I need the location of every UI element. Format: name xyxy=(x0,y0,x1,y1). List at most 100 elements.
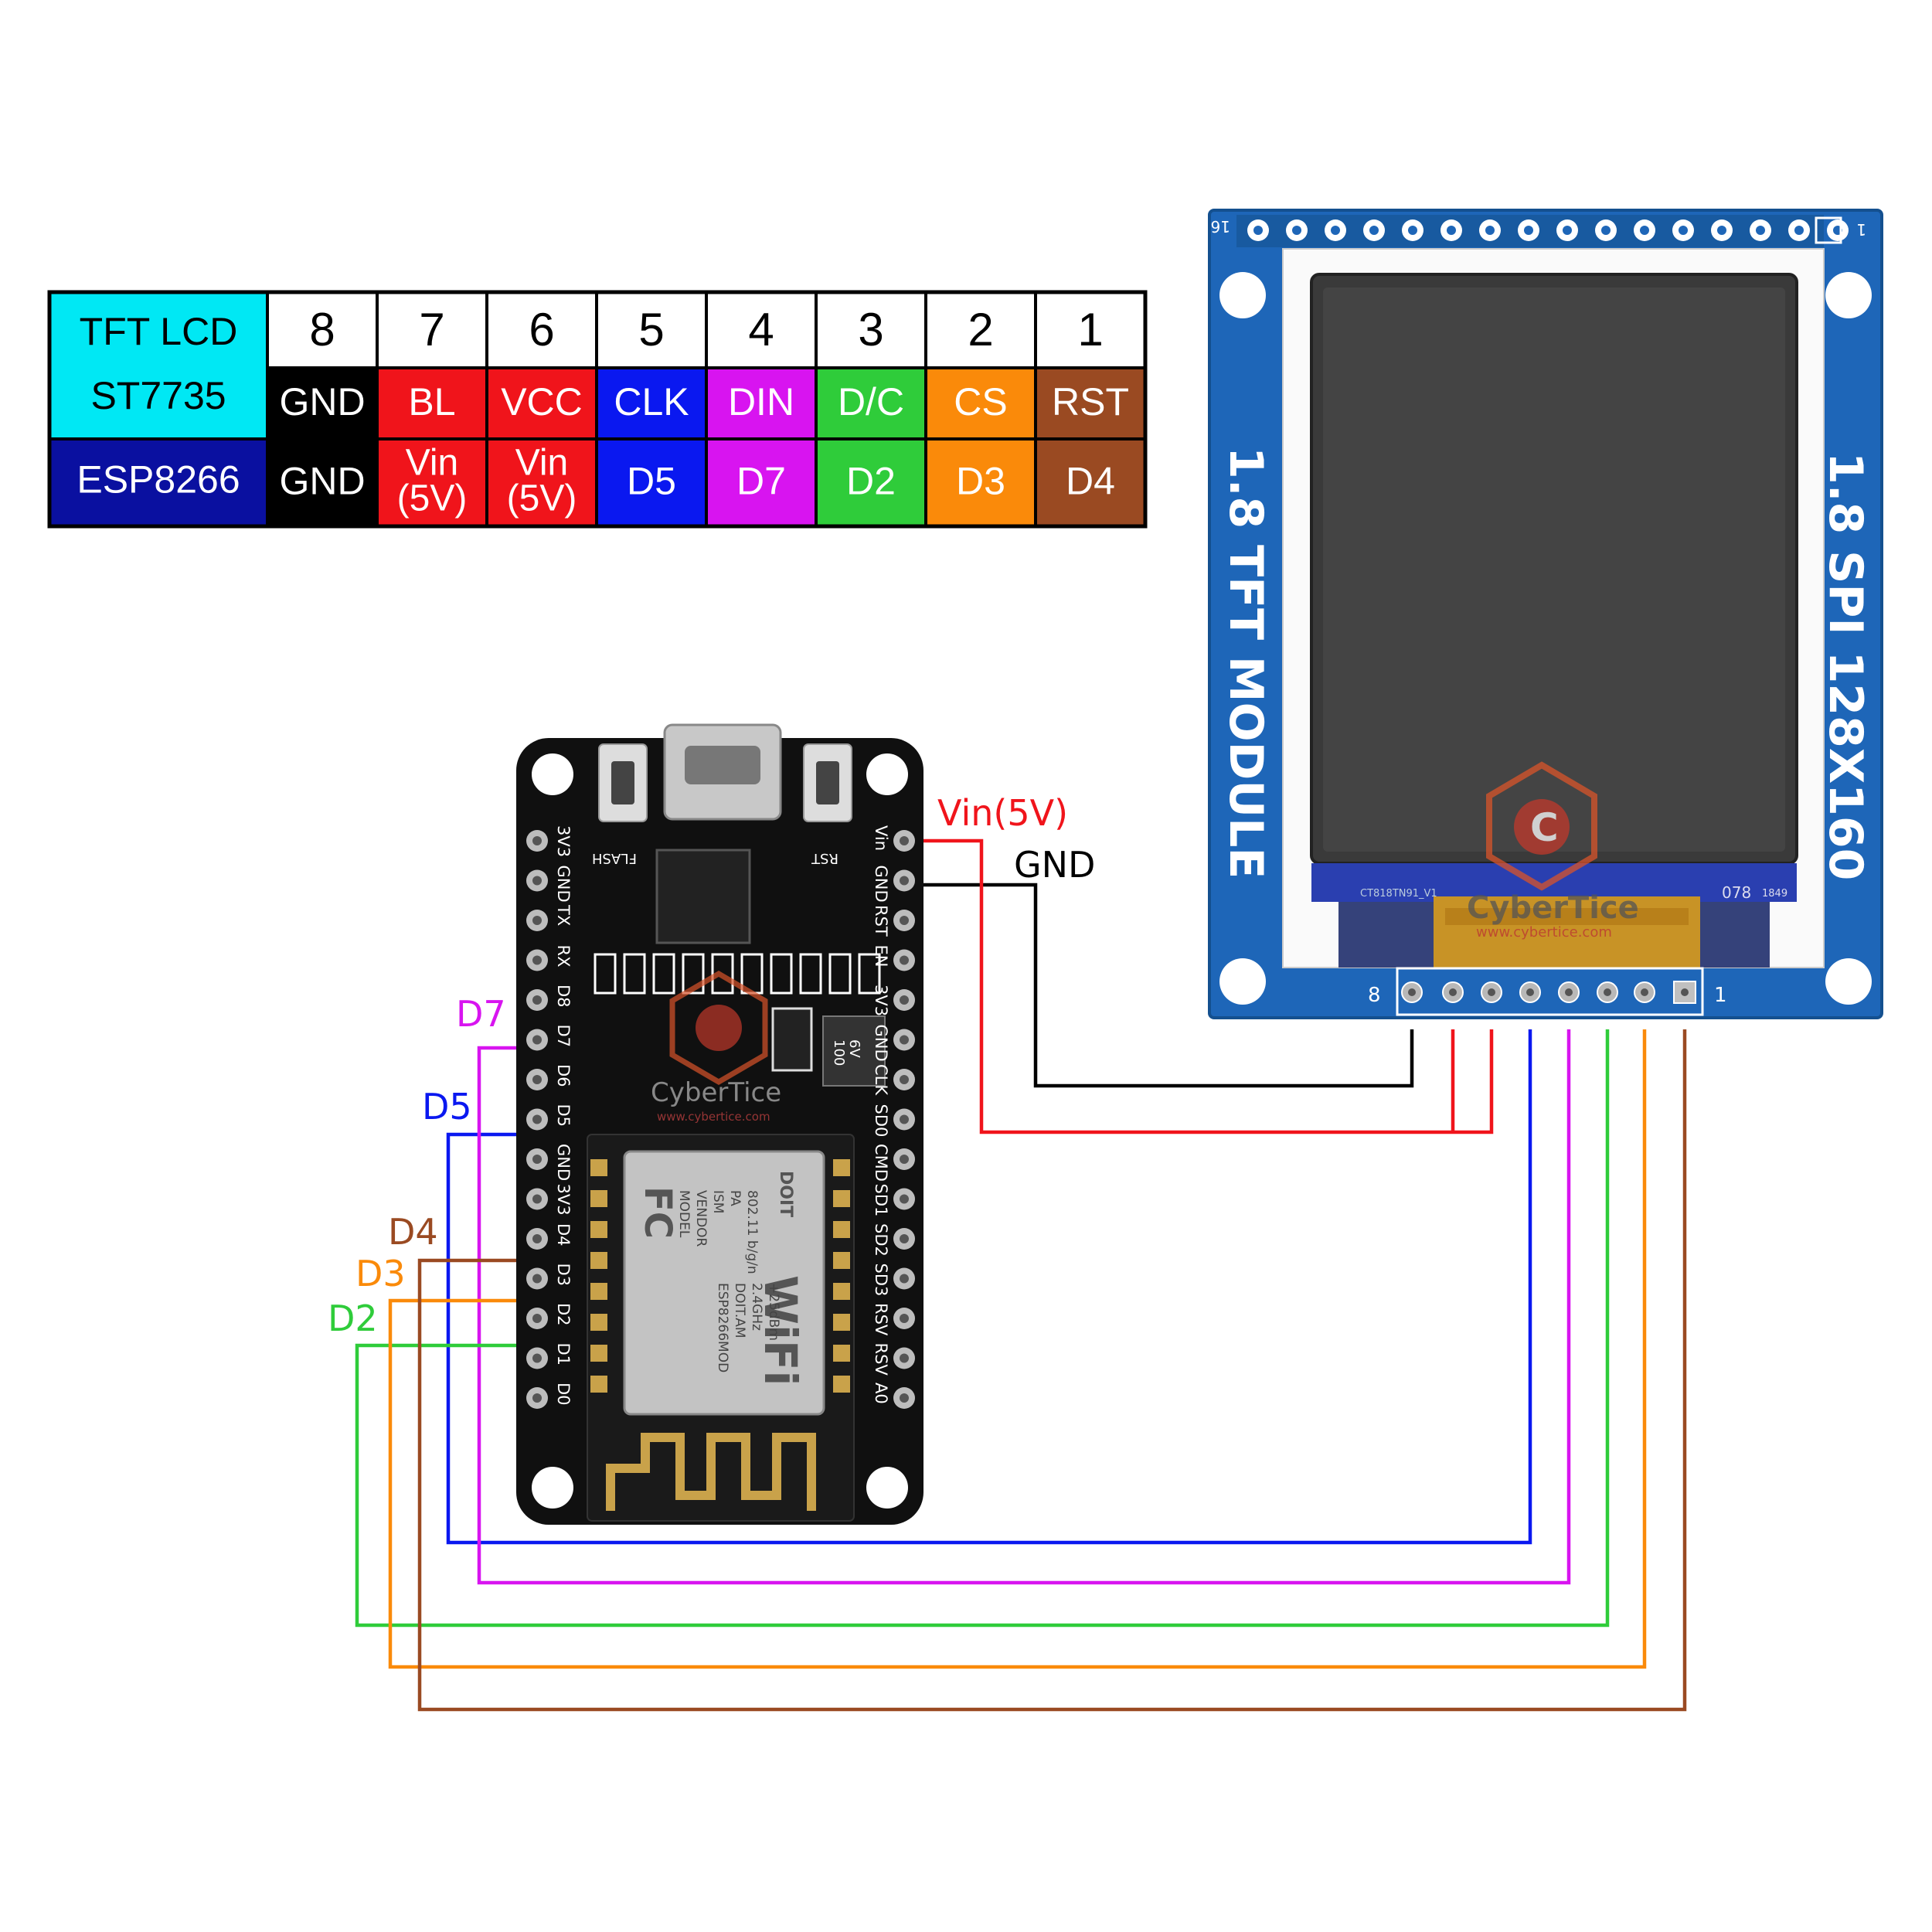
cap-text-100: 100 xyxy=(831,1039,847,1066)
nodemcu-pin-hole xyxy=(900,1234,909,1243)
esp-pin-label: D5 xyxy=(627,460,676,503)
left-pin-label: RX xyxy=(554,945,573,968)
esp12-text: PA xyxy=(727,1190,743,1206)
esp-pin-label: GND xyxy=(279,460,365,503)
left-pin-label: GND xyxy=(554,1144,573,1181)
esp12-castellations xyxy=(590,1159,850,1393)
header-pin-hole xyxy=(1292,226,1301,235)
esp12-text: 802.11 b/g/n xyxy=(744,1190,760,1274)
right-pin-label: SD2 xyxy=(872,1223,890,1257)
tft-pin-cell xyxy=(485,366,598,440)
esp12-pad xyxy=(833,1283,850,1300)
esp12-pad xyxy=(590,1314,607,1331)
smd-pad xyxy=(711,953,734,995)
right-pin-label: RST xyxy=(872,905,890,937)
tft-pin-hole xyxy=(1565,988,1573,996)
esp-pin-label: D3 xyxy=(956,460,1005,503)
nodemcu-pin-hole xyxy=(900,1353,909,1363)
bottom-label-1: 1 xyxy=(1714,984,1727,1007)
smd-pad xyxy=(682,953,705,995)
nodemcu-pin-hole xyxy=(532,1353,542,1363)
nodemcu-pin-hole xyxy=(900,1114,909,1124)
right-pin-label: RSV xyxy=(872,1343,890,1376)
smd-pad xyxy=(770,953,793,995)
header-pin-hole xyxy=(1485,226,1495,235)
tft-pin-label: CLK xyxy=(614,380,689,423)
right-pin-label: EN xyxy=(872,945,890,968)
esp12-pad xyxy=(590,1159,607,1176)
nodemcu-pin-hole xyxy=(900,876,909,886)
nodemcu-pin-hole xyxy=(900,1035,909,1045)
esp-pin-cell xyxy=(595,437,708,528)
esp12-text: VENDOR xyxy=(693,1190,709,1247)
nodemcu-pin-hole xyxy=(532,836,542,845)
smd-pad xyxy=(828,953,852,995)
esp-pin-label: D4 xyxy=(1066,460,1115,503)
header-pin-hole xyxy=(1640,226,1649,235)
fcc-mark: FC xyxy=(636,1186,679,1239)
nodemcu-pin-hole xyxy=(900,916,909,925)
pin-number: 1 xyxy=(1077,304,1103,355)
cybertice-watermark: C CyberTice www.cybertice.com xyxy=(1467,761,1639,940)
nodemcu-pin-hole xyxy=(532,1155,542,1164)
tft-pin-hole xyxy=(1526,988,1534,996)
nodemcu-pin-hole xyxy=(532,955,542,965)
nodemcu-pin-hole xyxy=(900,1274,909,1284)
label-d7: D7 xyxy=(456,993,506,1035)
watermark-brand: CyberTice xyxy=(1467,890,1639,926)
display-screen-inner xyxy=(1323,287,1785,852)
right-pin-label: SD1 xyxy=(872,1184,890,1217)
capacitor xyxy=(771,1007,813,1072)
bottom-header-outline xyxy=(1396,967,1704,1016)
board-watermark-icon xyxy=(669,970,768,1086)
esp12-pad xyxy=(833,1221,850,1238)
flex-cable-detail xyxy=(1445,908,1689,925)
pin-number: 2 xyxy=(968,304,993,355)
watermark-url: www.cybertice.com xyxy=(1476,924,1612,940)
tft-pin-hole xyxy=(1488,988,1495,996)
wire-gnd xyxy=(923,883,1414,1088)
header-pin-hole xyxy=(1369,226,1379,235)
header-pin-hole xyxy=(1563,226,1572,235)
tft-pin-label: D/C xyxy=(838,380,904,423)
wire-rst-brown xyxy=(417,1029,1687,1712)
fpc-code-2: 1849 xyxy=(1762,888,1787,900)
esp-pin-label: D2 xyxy=(846,460,896,503)
left-pin-label: D3 xyxy=(554,1264,573,1287)
nodemcu-pin-hole xyxy=(532,916,542,925)
esp12-pad xyxy=(590,1221,607,1238)
fpc-code-1: 078 xyxy=(1722,883,1751,902)
right-pin-label: GND xyxy=(872,1025,890,1062)
left-pin-label: 3V3 xyxy=(554,1184,573,1216)
nodemcu-pin-hole xyxy=(900,1314,909,1323)
esp12-text: ESP8266MOD xyxy=(715,1283,730,1372)
tft-pin-hole xyxy=(1604,988,1611,996)
wires xyxy=(355,838,1687,1712)
tft-pin-hole xyxy=(1641,988,1648,996)
wire-vin-red xyxy=(923,838,1494,1134)
label-d4: D4 xyxy=(388,1211,438,1253)
mounting-holes xyxy=(1219,272,1872,1005)
row-header-tft-text: TFT LCD xyxy=(80,310,238,353)
nodemcu-pin-hole xyxy=(900,1194,909,1204)
nodemcu-pin-hole xyxy=(900,1155,909,1164)
esp12-text: +25dBm xyxy=(766,1283,781,1341)
esp12-pad xyxy=(590,1283,607,1300)
top-label-16: 16 xyxy=(1211,217,1230,236)
tft-pin-label: GND xyxy=(279,380,365,423)
right-pin-label: GND xyxy=(872,866,890,903)
nodemcu-hole xyxy=(866,753,908,795)
esp-pin-cell xyxy=(705,437,818,528)
tft-lcd-module: 16 1 CT818TN91_V1 078 1849 1.8 TFT MODUL… xyxy=(1208,209,1883,1019)
esp12-pad xyxy=(833,1252,850,1269)
top-header-pins xyxy=(1247,216,1849,244)
tft-pin-hole xyxy=(1449,988,1457,996)
esp-pin-label: (5V) xyxy=(397,478,468,519)
left-pin-label: D7 xyxy=(554,1025,573,1048)
esp12-pad xyxy=(833,1159,850,1176)
esp-pin-label: D7 xyxy=(736,460,786,503)
smd-pad xyxy=(799,953,822,995)
esp12-shield xyxy=(623,1150,825,1416)
header-pin-hole xyxy=(1794,226,1804,235)
